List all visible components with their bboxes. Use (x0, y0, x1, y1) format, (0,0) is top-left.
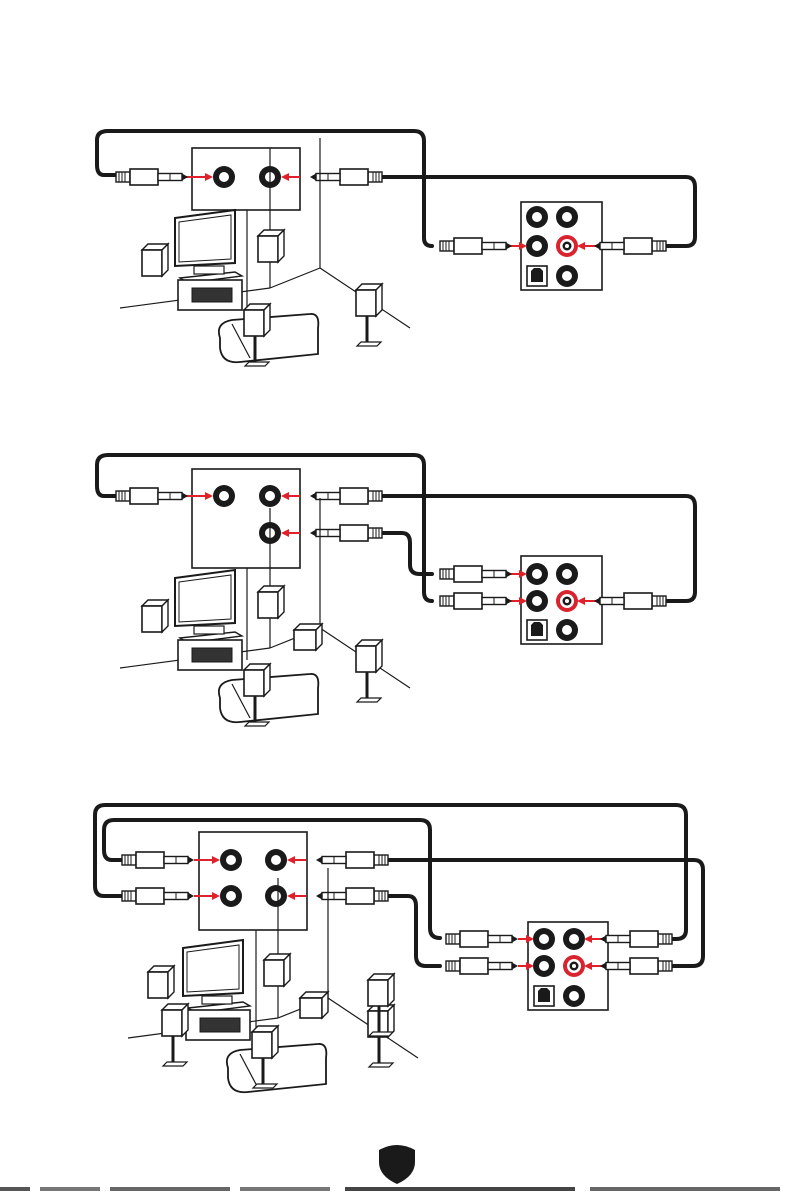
audio-jack-icon (533, 955, 555, 977)
audio-jack-icon (556, 206, 578, 228)
audio-jack-icon (563, 928, 585, 950)
speaker-icon (142, 600, 168, 632)
speaker-icon (356, 640, 382, 702)
audio-jack-icon (563, 985, 585, 1007)
audio-jack-icon (213, 485, 235, 507)
audio-jack-icon (213, 166, 235, 188)
audio-jack-icon (526, 235, 548, 257)
speaker-icon (300, 992, 328, 1018)
optical-spdif-icon (527, 266, 547, 286)
speaker-icon (356, 284, 382, 346)
audio-plug-icon (600, 931, 672, 947)
audio-jack-icon (556, 563, 578, 585)
speaker-jack-panel (199, 832, 307, 930)
audio-plug-icon (594, 593, 666, 609)
audio-plug-icon (446, 958, 518, 974)
audio-plug-icon (310, 525, 382, 541)
speaker-icon (258, 586, 284, 618)
diagram-4-channel (97, 455, 695, 726)
audio-plug-icon (122, 888, 194, 904)
optical-spdif-icon (534, 986, 554, 1006)
audio-plug-icon (116, 169, 188, 185)
speaker-icon (162, 1004, 188, 1066)
audio-jack-icon (265, 885, 287, 907)
audio-jack-icon (265, 849, 287, 871)
audio-plug-icon (310, 169, 382, 185)
cropped-footer-text-strip (0, 1186, 795, 1192)
audio-jack-icon (220, 849, 242, 871)
shield-icon (379, 1145, 415, 1184)
audio-jack-icon (556, 265, 578, 287)
speaker-icon (142, 244, 168, 276)
audio-plug-icon (440, 566, 512, 582)
speaker-icon (294, 624, 322, 650)
speaker-jack-panel (192, 469, 300, 568)
audio-jack-icon (526, 590, 548, 612)
audio-jack-icon (556, 619, 578, 641)
optical-spdif-icon (527, 620, 547, 640)
audio-plug-icon (594, 238, 666, 254)
cable-2 (95, 805, 686, 939)
audio-jack-icon (556, 235, 578, 257)
audio-jack-icon (526, 206, 548, 228)
audio-plug-icon (446, 931, 518, 947)
diagram-6-channel (95, 805, 703, 1092)
audio-jack-icon (220, 885, 242, 907)
audio-plug-icon (316, 888, 388, 904)
speaker-icon (264, 954, 290, 986)
audio-plug-icon (600, 958, 672, 974)
diagram-2-channel (97, 131, 695, 366)
audio-jack-icon (556, 590, 578, 612)
audio-jack-icon (563, 955, 585, 977)
audio-jack-icon (533, 928, 555, 950)
audio-plug-icon (310, 488, 382, 504)
audio-plug-icon (116, 488, 188, 504)
speaker-icon (148, 966, 174, 998)
audio-plug-icon (316, 852, 388, 868)
audio-jack-icon (526, 563, 548, 585)
audio-plug-icon (122, 852, 194, 868)
audio-plug-icon (440, 593, 512, 609)
speaker-icon (258, 230, 284, 262)
audio-plug-icon (440, 238, 512, 254)
audio-jack-icon (259, 485, 281, 507)
